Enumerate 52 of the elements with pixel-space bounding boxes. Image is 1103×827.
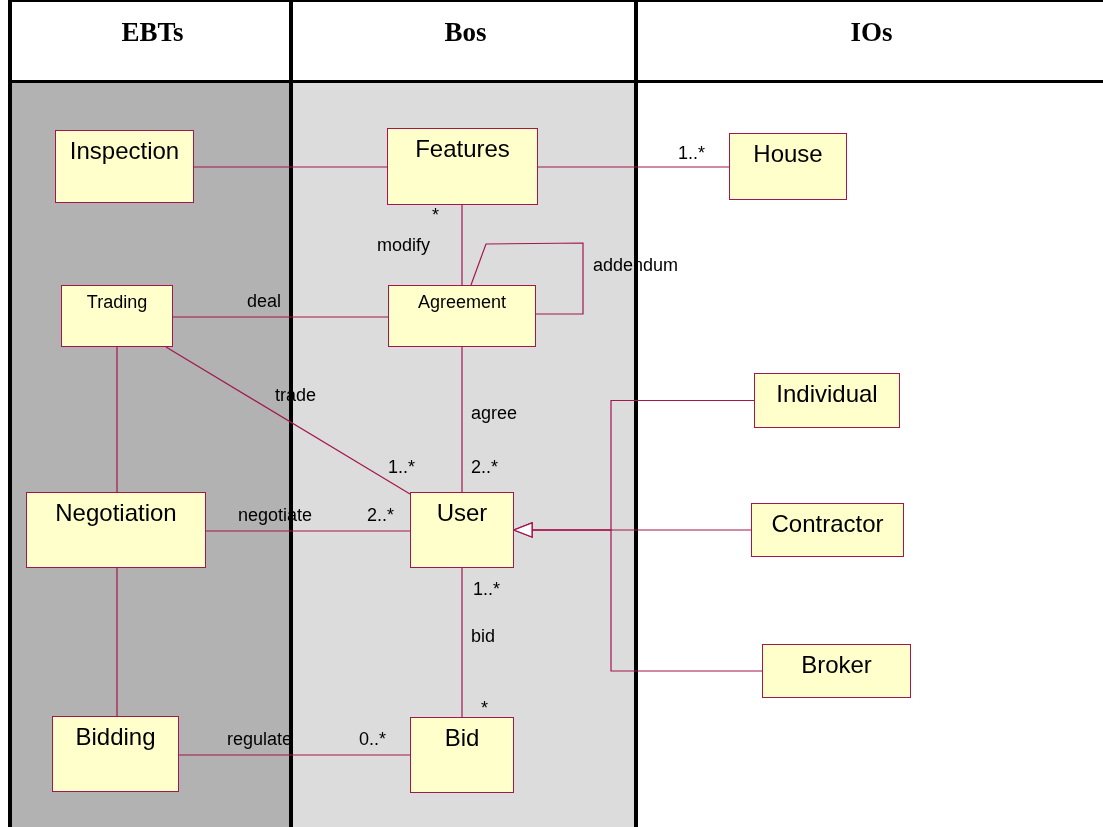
class-box <box>388 285 536 347</box>
class-name: Bid <box>444 724 480 753</box>
class-name: Individual <box>776 380 878 409</box>
class-box <box>52 716 179 792</box>
class-box <box>751 503 904 557</box>
class-name: Agreement <box>417 292 507 314</box>
class-name: User <box>436 499 488 528</box>
class-box <box>387 128 538 205</box>
class-box <box>61 285 173 347</box>
association-line <box>461 204 463 286</box>
class-name: Bidding <box>75 723 156 752</box>
column-header: Bos <box>443 16 488 49</box>
class-box <box>55 130 194 203</box>
multiplicity-label: 1..* <box>473 578 501 600</box>
multiplicity-label: * <box>432 204 439 226</box>
class-name: Contractor <box>771 510 884 539</box>
column-header: EBTs <box>120 16 185 49</box>
association-line <box>461 567 463 718</box>
association-line <box>537 166 730 168</box>
multiplicity-label: 1..* <box>388 456 416 478</box>
class-name: Negotiation <box>55 499 177 528</box>
association-line <box>116 346 118 493</box>
multiplicity-label: 2..* <box>471 456 499 478</box>
edge-label: bid <box>471 625 496 647</box>
class-box <box>729 133 847 200</box>
edge-label: modify <box>377 234 430 256</box>
association-line <box>470 242 584 315</box>
class-box <box>410 492 514 568</box>
generalization-arrow <box>513 522 763 672</box>
class-name: House <box>753 140 823 169</box>
multiplicity-label: 1..* <box>678 142 706 164</box>
multiplicity-label: * <box>481 697 488 719</box>
class-name: Trading <box>86 292 148 314</box>
association-line <box>116 567 118 717</box>
association-line <box>205 530 411 532</box>
class-box <box>26 492 206 568</box>
class-box <box>754 373 900 428</box>
class-box <box>410 717 514 793</box>
association-line <box>461 346 463 493</box>
class-name: Broker <box>801 651 872 680</box>
column-header: IOs <box>849 16 894 49</box>
association-line <box>172 316 389 318</box>
edge-label: agree <box>471 402 518 424</box>
multiplicity-label: 2..* <box>367 504 395 526</box>
edge-label: deal <box>247 290 282 312</box>
class-box <box>762 644 911 698</box>
multiplicity-label: 0..* <box>359 728 387 750</box>
association-line <box>178 754 411 756</box>
class-name: Inspection <box>69 137 180 166</box>
association-line <box>165 346 411 495</box>
class-name: Features <box>415 135 510 164</box>
association-line <box>193 166 388 168</box>
